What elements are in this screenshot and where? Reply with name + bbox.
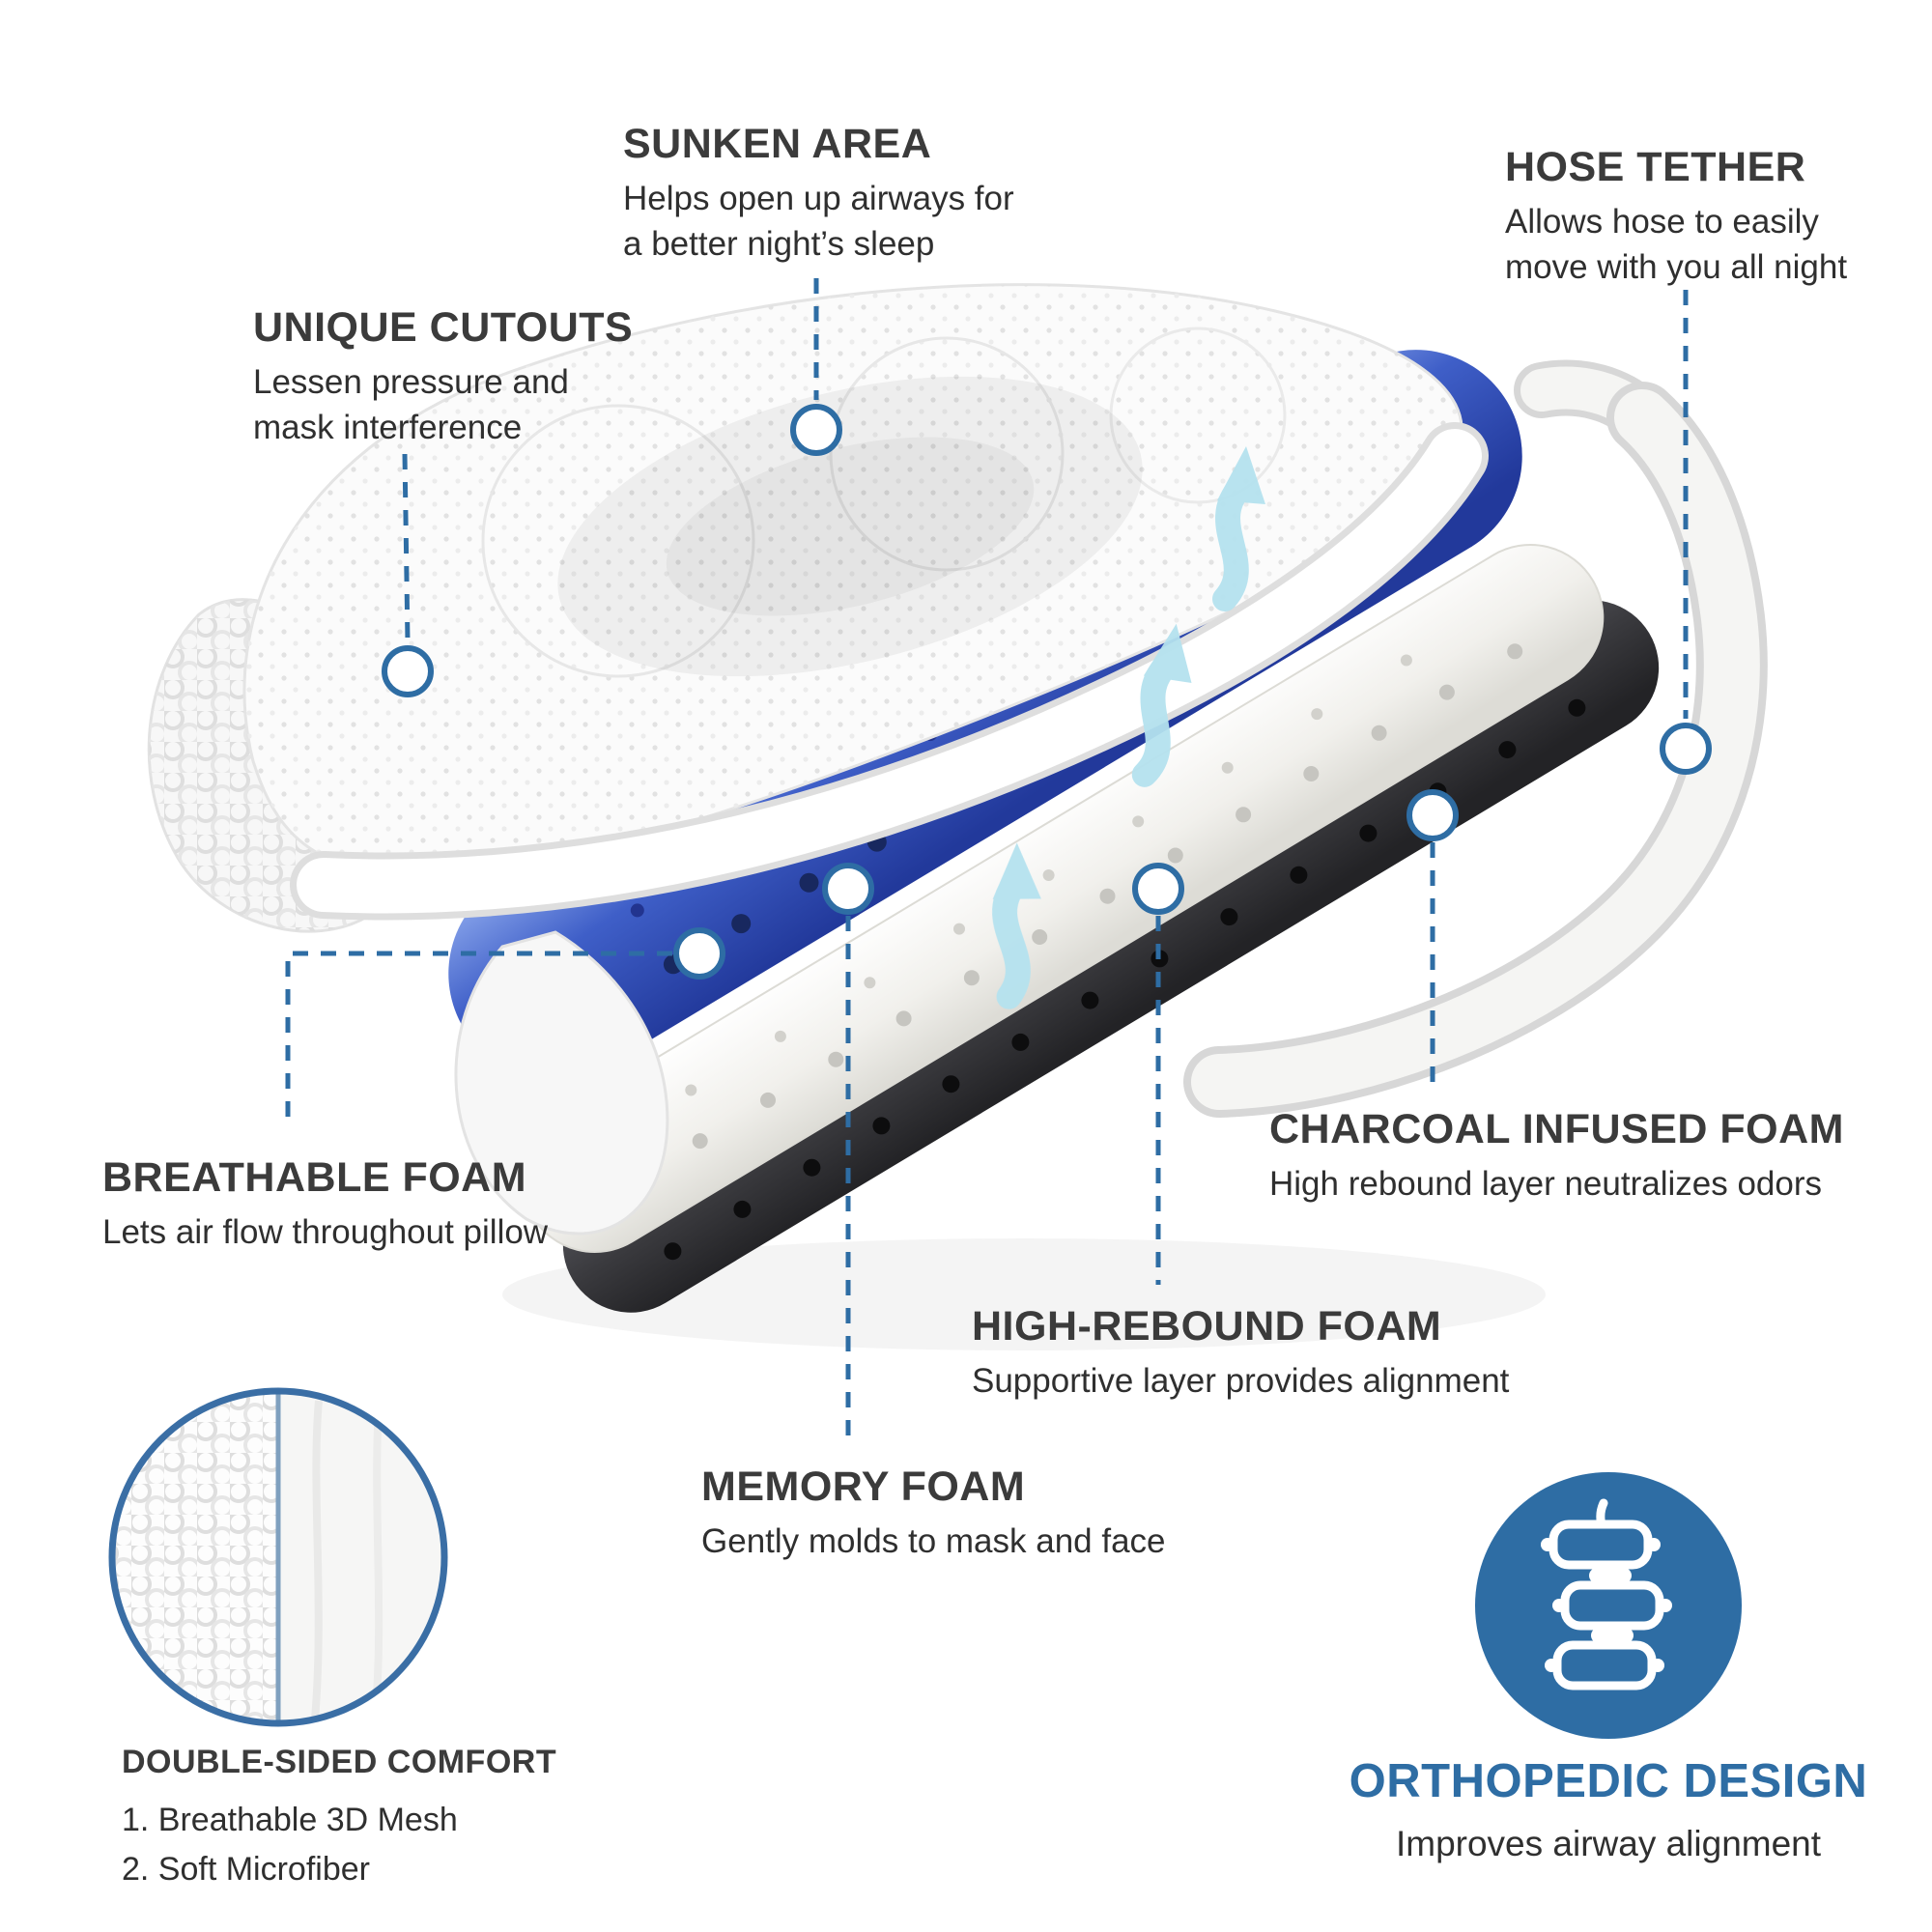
callout-text-line: Gently molds to mask and face (701, 1522, 1166, 1561)
foam-hole (731, 914, 752, 934)
foam-hole (799, 872, 819, 893)
foam-hole (733, 1200, 752, 1218)
foam-hole (1290, 866, 1308, 884)
callout-orthopedic-design: ORTHOPEDIC DESIGN Improves airway alignm… (1275, 1755, 1932, 1867)
marker-charcoal-foam (1406, 789, 1459, 841)
orthopedic-badge (1475, 1472, 1742, 1739)
mesh-cover-layer (242, 283, 1489, 921)
foam-hole (774, 1030, 786, 1042)
callout-charcoal-foam: CHARCOAL INFUSED FOAM High rebound layer… (1269, 1106, 1844, 1208)
foam-hole (1400, 654, 1412, 667)
marker-hose-tether (1660, 723, 1712, 775)
callout-text-line: 1. Breathable 3D Mesh (122, 1802, 458, 1839)
callout-high-rebound-foam: HIGH-REBOUND FOAM Supportive layer provi… (972, 1303, 1510, 1405)
marker-unique-cutouts (382, 645, 434, 697)
callout-title: HIGH-REBOUND FOAM (972, 1303, 1442, 1350)
marker-sunken-area (790, 404, 842, 456)
foam-hole (1311, 708, 1323, 721)
fabric-zoom-circle (108, 1387, 448, 1727)
callout-title: BREATHABLE FOAM (102, 1154, 527, 1201)
foam-hole (1507, 643, 1523, 660)
foam-hole (1236, 807, 1252, 823)
foam-hole (1099, 888, 1116, 904)
foam-hole (828, 1051, 844, 1067)
foam-hole (1371, 724, 1387, 741)
foam-hole (942, 1075, 960, 1094)
callout-title: DOUBLE-SIDED COMFORT (122, 1744, 557, 1780)
callout-text-line: Supportive layer provides alignment (972, 1362, 1510, 1401)
callout-double-sided-comfort: DOUBLE-SIDED COMFORT 1. Breathable 3D Me… (122, 1744, 557, 1894)
foam-hole (1081, 991, 1099, 1009)
callout-hose-tether: HOSE TETHER Allows hose to easily move w… (1505, 144, 1848, 291)
foam-hole (1359, 824, 1378, 842)
callout-text-line: Lessen pressure and (253, 363, 569, 402)
marker-high-rebound-foam (1132, 863, 1184, 915)
callout-text-line: Lets air flow throughout pillow (102, 1213, 549, 1252)
marker-breathable-foam (673, 927, 725, 980)
foam-hole (803, 1158, 821, 1177)
foam-hole (1303, 766, 1320, 781)
callout-unique-cutouts: UNIQUE CUTOUTS Lessen pressure and mask … (253, 304, 634, 451)
foam-hole (1042, 869, 1055, 881)
connector-unique-cutouts (402, 453, 411, 642)
foam-hole (1167, 847, 1183, 864)
foam-hole (963, 970, 980, 986)
cover-flap (454, 930, 669, 1236)
callout-title: CHARCOAL INFUSED FOAM (1269, 1106, 1844, 1152)
callout-text-line: 2. Soft Microfiber (122, 1851, 370, 1889)
callout-title: HOSE TETHER (1505, 144, 1806, 190)
foam-hole (692, 1133, 708, 1150)
callout-text-line: High rebound layer neutralizes odors (1269, 1165, 1822, 1204)
foam-hole (1438, 684, 1455, 700)
callout-text-line: move with you all night (1505, 248, 1848, 287)
callout-text-line: Improves airway alignment (1395, 1823, 1822, 1863)
callout-markers (382, 404, 1712, 980)
foam-hole (864, 977, 876, 989)
foam-hole (1032, 929, 1048, 945)
spine-icon (1541, 1498, 1672, 1690)
foam-hole (664, 1242, 682, 1261)
marker-memory-foam (822, 863, 874, 915)
foam-hole (1221, 761, 1234, 774)
callout-text-line: a better night’s sleep (623, 225, 935, 264)
foam-hole (895, 1010, 912, 1027)
hose-tether-strap (1183, 359, 1768, 1118)
sunken-area-shading (557, 376, 1143, 677)
foam-hole (953, 923, 965, 935)
foam-hole (1220, 908, 1238, 926)
callout-memory-foam: MEMORY FOAM Gently molds to mask and fac… (701, 1463, 1166, 1565)
callout-text-line: Helps open up airways for (623, 180, 1014, 218)
foam-hole (872, 1117, 891, 1135)
callout-title: UNIQUE CUTOUTS (253, 304, 634, 351)
callout-connectors (285, 278, 1689, 1443)
foam-hole (1132, 815, 1145, 828)
callout-title: ORTHOPEDIC DESIGN (1349, 1755, 1868, 1807)
callout-breathable-foam: BREATHABLE FOAM Lets air flow throughout… (102, 1154, 549, 1256)
foam-hole (1498, 741, 1517, 759)
callout-sunken-area: SUNKEN AREA Helps open up airways for a … (623, 121, 1014, 268)
callout-text-line: mask interference (253, 409, 523, 447)
callout-title: MEMORY FOAM (701, 1463, 1026, 1510)
foam-hole (630, 903, 644, 918)
callout-text-line: Allows hose to easily (1505, 203, 1819, 242)
foam-hole (1568, 698, 1586, 717)
foam-hole (685, 1084, 697, 1096)
callout-title: SUNKEN AREA (623, 121, 932, 167)
pillow-shadow (502, 1238, 1546, 1350)
foam-hole (760, 1092, 776, 1108)
foam-hole (1011, 1033, 1030, 1051)
